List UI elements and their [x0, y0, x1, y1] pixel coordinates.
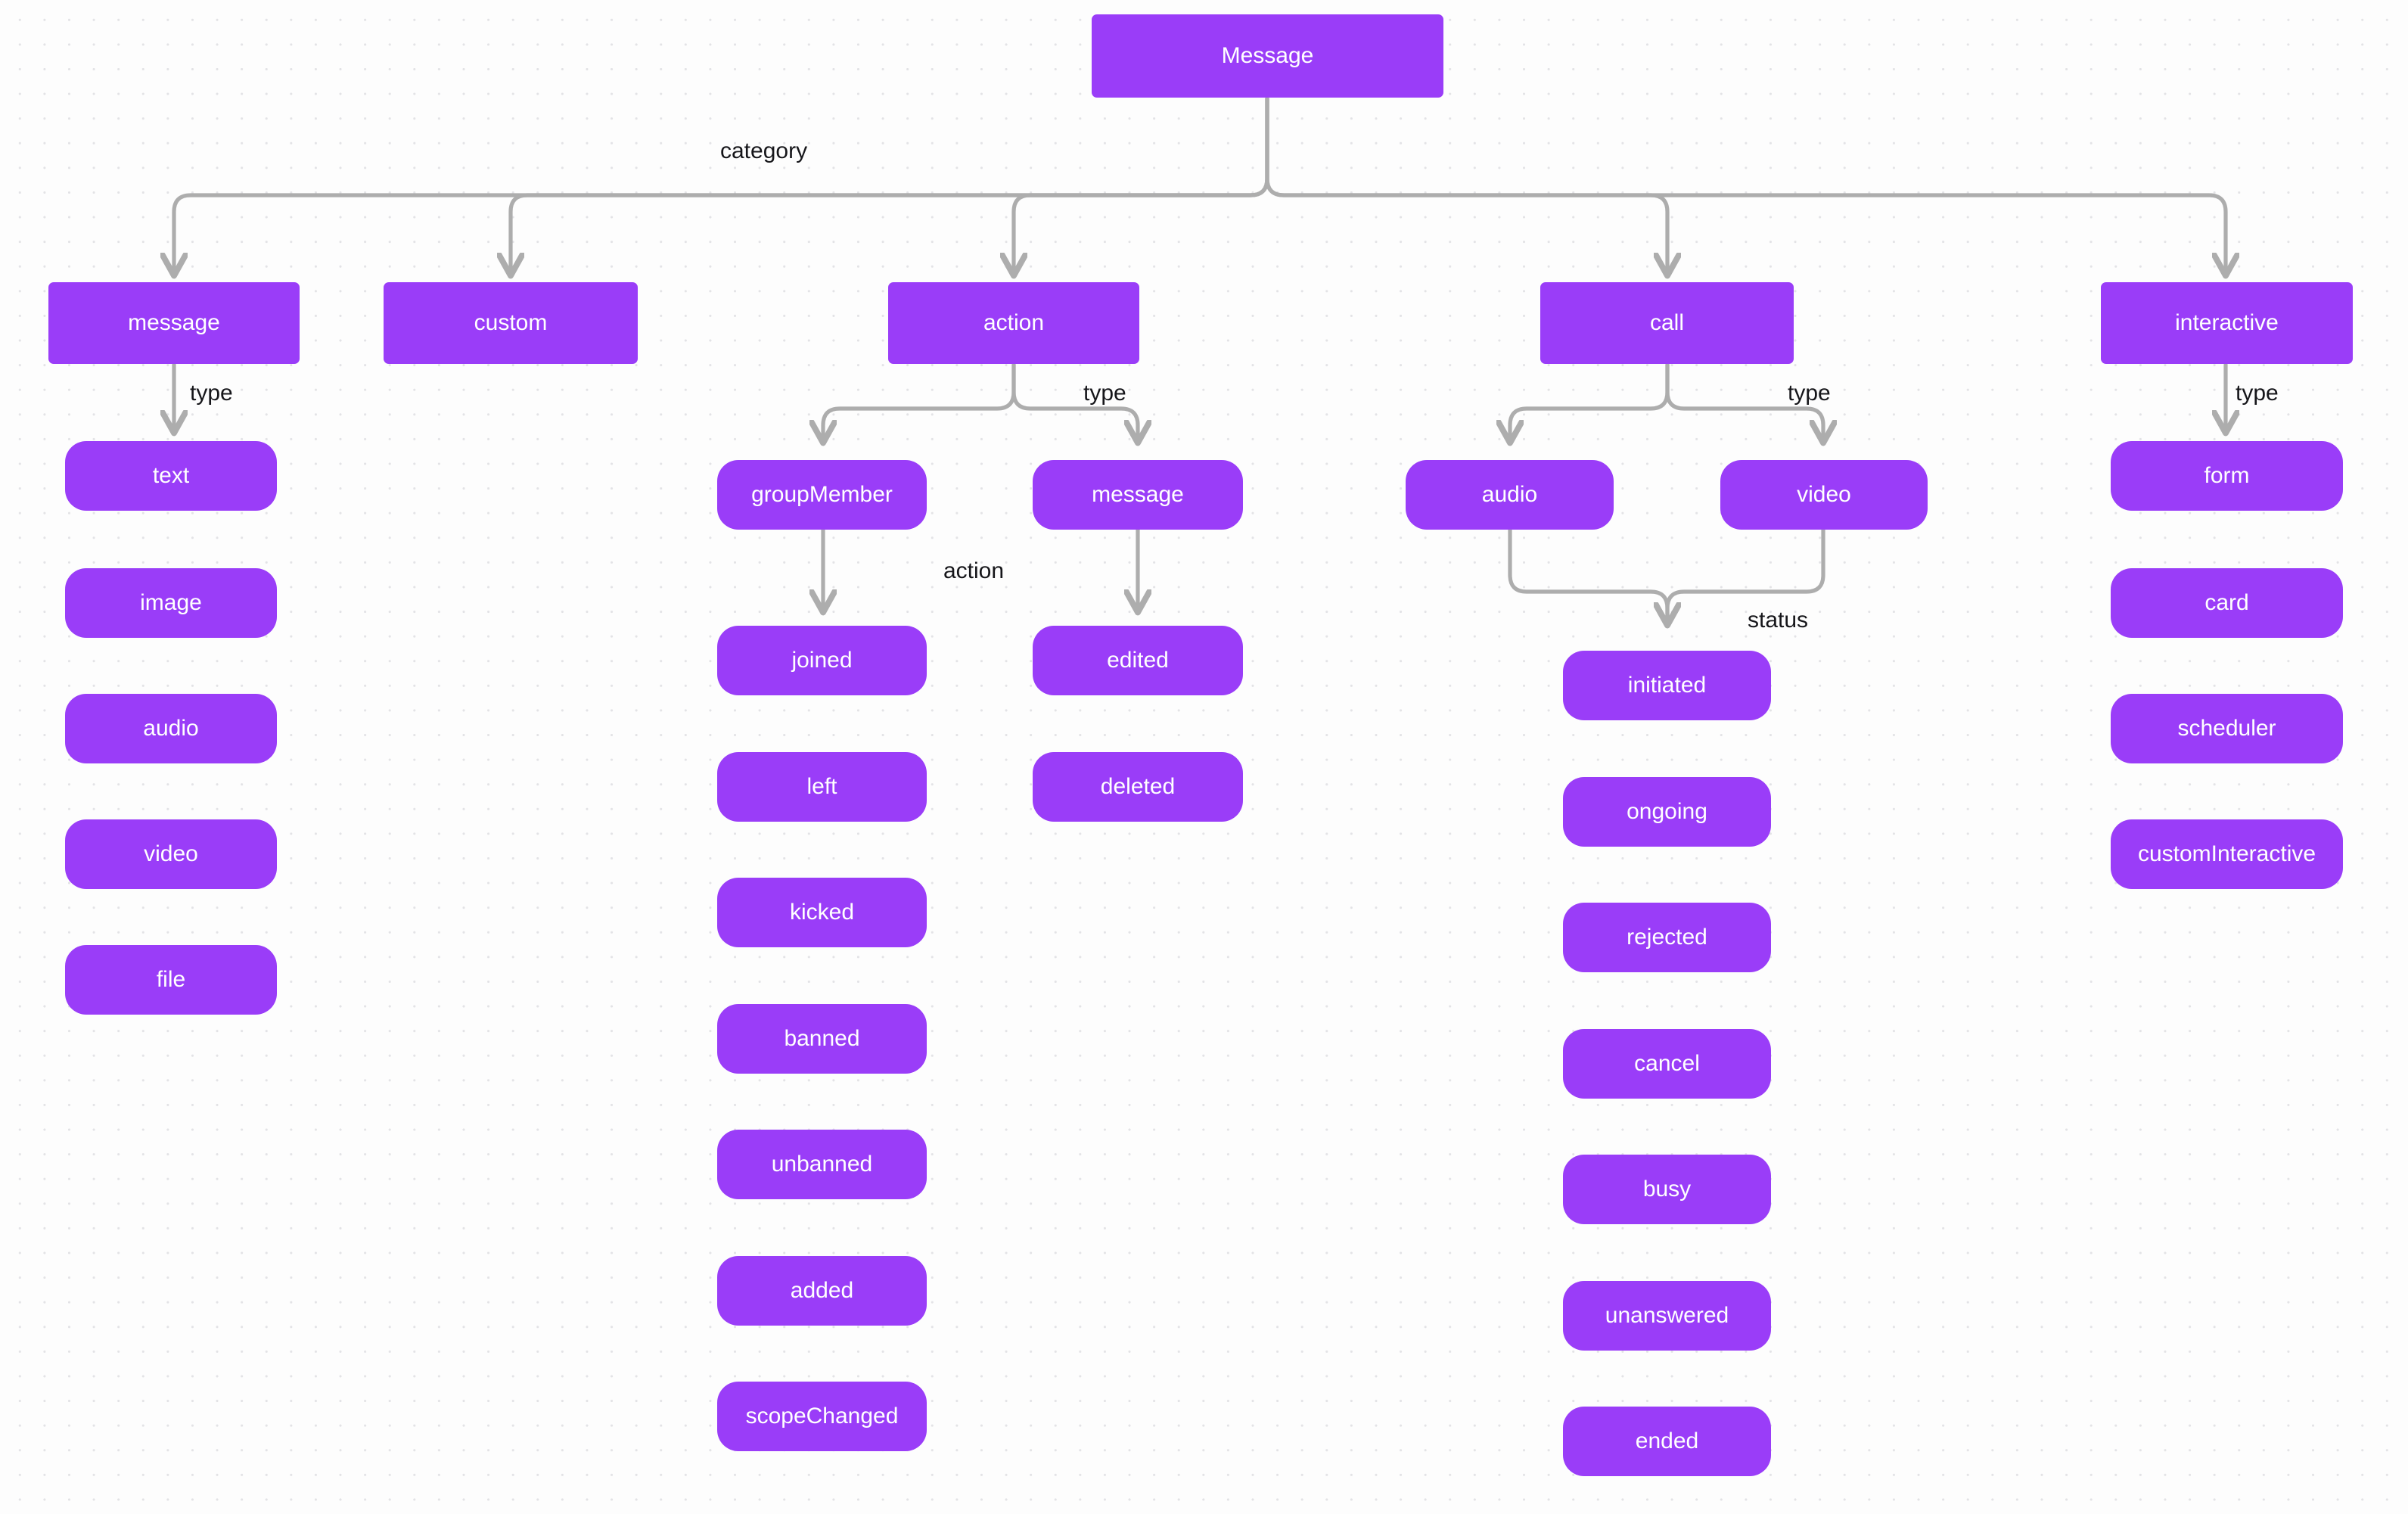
- node-message-type-audio[interactable]: audio: [65, 694, 277, 763]
- node-call-type-audio[interactable]: audio: [1406, 460, 1614, 530]
- node-category-message[interactable]: message: [48, 282, 300, 364]
- node-action-type-groupmember[interactable]: groupMember: [717, 460, 927, 530]
- node-call-status-ongoing[interactable]: ongoing: [1563, 777, 1771, 847]
- node-category-action[interactable]: action: [888, 282, 1139, 364]
- node-message-type-text[interactable]: text: [65, 441, 277, 511]
- node-call-status-busy[interactable]: busy: [1563, 1155, 1771, 1224]
- node-call-status-ended[interactable]: ended: [1563, 1407, 1771, 1476]
- node-message-type-file[interactable]: file: [65, 945, 277, 1015]
- node-interactive-type-scheduler[interactable]: scheduler: [2111, 694, 2343, 763]
- edge-label-action-groupmember: action: [943, 558, 1005, 583]
- node-action-type-message[interactable]: message: [1033, 460, 1243, 530]
- node-call-status-cancel[interactable]: cancel: [1563, 1029, 1771, 1099]
- node-groupmember-action-banned[interactable]: banned: [717, 1004, 927, 1074]
- node-groupmember-action-kicked[interactable]: kicked: [717, 878, 927, 947]
- node-category-call[interactable]: call: [1540, 282, 1794, 364]
- node-call-status-initiated[interactable]: initiated: [1563, 651, 1771, 720]
- node-call-type-video[interactable]: video: [1720, 460, 1928, 530]
- node-call-status-rejected[interactable]: rejected: [1563, 903, 1771, 972]
- edge-label-status-call: status: [1748, 608, 1809, 633]
- edge-label-type-message: type: [190, 381, 233, 406]
- node-groupmember-action-left[interactable]: left: [717, 752, 927, 822]
- node-message-type-video[interactable]: video: [65, 819, 277, 889]
- node-groupmember-action-joined[interactable]: joined: [717, 626, 927, 695]
- edge-label-type-call: type: [1788, 381, 1831, 406]
- node-category-custom[interactable]: custom: [384, 282, 638, 364]
- node-message-action-edited[interactable]: edited: [1033, 626, 1243, 695]
- node-groupmember-action-unbanned[interactable]: unbanned: [717, 1130, 927, 1199]
- node-category-interactive[interactable]: interactive: [2101, 282, 2353, 364]
- node-message-type-image[interactable]: image: [65, 568, 277, 638]
- node-message-action-deleted[interactable]: deleted: [1033, 752, 1243, 822]
- node-groupmember-action-scopechanged[interactable]: scopeChanged: [717, 1382, 927, 1451]
- node-interactive-type-form[interactable]: form: [2111, 441, 2343, 511]
- node-call-status-unanswered[interactable]: unanswered: [1563, 1281, 1771, 1351]
- node-interactive-type-card[interactable]: card: [2111, 568, 2343, 638]
- edge-label-type-interactive: type: [2236, 381, 2279, 406]
- edge-label-category: category: [720, 138, 808, 163]
- node-message-root[interactable]: Message: [1092, 14, 1443, 98]
- node-interactive-type-custominteractive[interactable]: customInteractive: [2111, 819, 2343, 889]
- edge-label-type-action: type: [1083, 381, 1126, 406]
- node-groupmember-action-added[interactable]: added: [717, 1256, 927, 1326]
